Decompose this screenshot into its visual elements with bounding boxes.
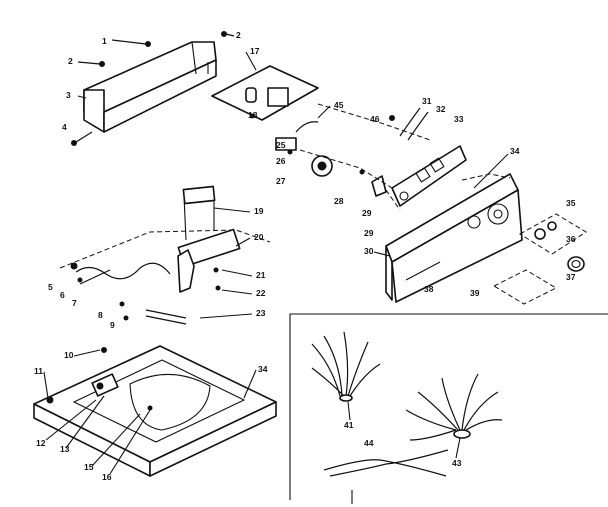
callout-12: 12: [36, 438, 46, 448]
callout-21: 21: [256, 270, 266, 280]
screw-1: [111, 39, 151, 47]
wire-harness-inset: [289, 313, 608, 504]
callout-46: 46: [370, 114, 380, 124]
callout-leaders: [43, 51, 509, 475]
callout-23: 23: [256, 308, 266, 318]
callout-16: 16: [102, 472, 112, 482]
callout-13: 13: [60, 444, 70, 454]
callout-41: 41: [344, 420, 354, 430]
callout-17: 17: [250, 46, 260, 56]
callout-38: 38: [424, 284, 434, 294]
callout-44: 44: [364, 438, 374, 448]
exploded-leaders: [299, 103, 558, 305]
screw-4: [71, 131, 93, 146]
console-backsplash: [83, 41, 217, 133]
callout-10: 10: [64, 350, 74, 360]
callout-20: 20: [254, 232, 264, 242]
callout-6: 6: [60, 290, 65, 300]
callout-11: 11: [34, 366, 43, 376]
callout-32: 32: [436, 104, 446, 114]
callout-18: 18: [248, 110, 258, 120]
switch-bracket: [211, 65, 319, 121]
callout-31: 31: [422, 96, 432, 106]
callout-35: 35: [566, 198, 576, 208]
callout-30: 30: [364, 246, 374, 256]
callout-3: 3: [66, 90, 71, 100]
callout-43: 43: [452, 458, 462, 468]
callout-25: 25: [276, 140, 286, 150]
callout-1: 1: [102, 36, 107, 46]
callout-34: 34: [510, 146, 520, 156]
callout-34: 34: [258, 364, 268, 374]
lid-spring-and-hinge: [59, 185, 271, 325]
callout-4: 4: [62, 122, 67, 132]
callout-8: 8: [98, 310, 103, 320]
control-knobs: [519, 213, 587, 272]
callout-26: 26: [276, 156, 286, 166]
callout-39: 39: [470, 288, 480, 298]
callout-19: 19: [254, 206, 264, 216]
hose-parts: [389, 107, 429, 141]
screw-2-right: [221, 31, 235, 37]
callout-28: 28: [334, 196, 344, 206]
callout-36: 36: [566, 234, 576, 244]
callout-27: 27: [276, 176, 286, 186]
callout-45: 45: [334, 100, 344, 110]
callout-9: 9: [110, 320, 115, 330]
callout-2: 2: [68, 56, 73, 66]
control-panel: [385, 145, 523, 303]
cabinet-top: [33, 345, 277, 477]
callout-15: 15: [84, 462, 94, 472]
screw-2-left: [77, 61, 105, 67]
callout-7: 7: [72, 298, 77, 308]
timer-assembly: [275, 121, 387, 197]
callout-5: 5: [48, 282, 53, 292]
callout-33: 33: [454, 114, 464, 124]
callout-22: 22: [256, 288, 266, 298]
callout-37: 37: [566, 272, 576, 282]
callout-labels: 1 2 2 3 4 17 18 45 25 26 27 28 29 29 30 …: [34, 30, 576, 482]
callout-29: 29: [364, 228, 374, 238]
callout-2: 2: [236, 30, 241, 40]
callout-29: 29: [362, 208, 372, 218]
